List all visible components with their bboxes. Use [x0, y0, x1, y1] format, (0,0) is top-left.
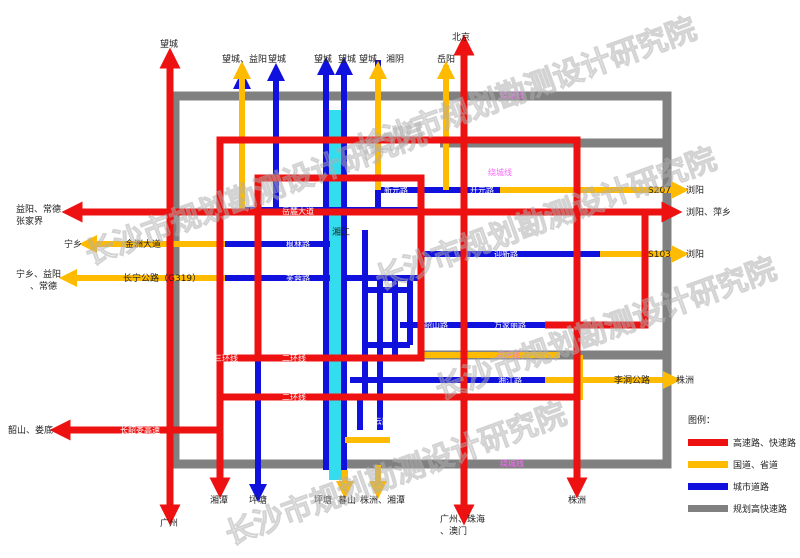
legend-swatch-national	[688, 461, 728, 468]
dest-bottom-6: 株洲、湘潭	[360, 494, 405, 506]
road-changzhao: 长韶娄高速	[120, 425, 160, 435]
road-fenglin: 枫林路	[286, 239, 310, 249]
legend-label-national: 国道、省道	[733, 459, 778, 471]
watermark-5: 长沙市规划勘测设计研究院	[431, 252, 781, 408]
road-wanjiali: 万家丽路	[494, 320, 526, 330]
expressways	[75, 60, 649, 505]
road-sanhuan: 三环线	[214, 353, 238, 363]
watermark-4: 长沙市规划勘测设计研究院	[221, 397, 571, 553]
legend-swatch-city	[688, 483, 728, 490]
dest-right-4: 株洲	[676, 374, 694, 386]
dest-top-1: 望城	[160, 38, 178, 50]
road-s207: S207	[648, 186, 671, 196]
legend: 图例： 高速路、快速路 国道、省道 城市道路 规划高快速路	[688, 414, 796, 515]
dest-right-1: 浏阳	[686, 184, 704, 196]
dest-top-2: 望城、益阳	[222, 53, 267, 65]
road-changning: 长宁公路（G319）	[123, 272, 201, 284]
road-erhuan-2: 二环线	[282, 392, 306, 402]
dest-top-8: 北京	[452, 31, 470, 43]
road-muyun: 暮云路	[366, 416, 390, 426]
road-shaoshan: 韶山路	[424, 320, 448, 330]
dest-bottom-3: 坪塘	[249, 494, 267, 506]
road-xinyuan: 新元路	[384, 185, 408, 195]
road-ring-east: 绕城线	[488, 167, 512, 177]
road-ring-north: 绕城线	[500, 90, 524, 100]
road-xiangjiang-e: 湘江路	[498, 375, 522, 385]
road-jinzhou: 金洲大道	[125, 238, 161, 250]
dest-left-4: 韶山、娄底	[8, 424, 53, 436]
dest-bottom-1: 湘潭	[210, 494, 228, 506]
dest-top-3: 望城	[268, 53, 286, 65]
dest-right-3: 浏阳	[686, 248, 704, 260]
road-name-labels: 金洲大道 长宁公路（G319） S207 S103 李洞公路 长韶娄高速 湘江 …	[120, 90, 671, 468]
legend-title: 图例：	[688, 414, 715, 426]
road-xiangjiang: 湘江	[332, 226, 350, 238]
dest-left-3a: 宁乡、益阳	[16, 268, 61, 280]
legend-label-expressway: 高速路、快速路	[733, 437, 796, 449]
dest-top-4: 望城	[314, 53, 332, 65]
road-lijiang: 李洞公路	[614, 374, 650, 386]
dest-left-1a: 益阳、常德	[16, 203, 61, 215]
dest-top-5: 望城	[338, 53, 356, 65]
destination-labels: 望城 望城、益阳 望城 望城 望城 望城、湘阴 岳阳 北京 益阳、常德 张家界 …	[8, 31, 731, 537]
road-s103: S103	[648, 250, 671, 260]
dest-bottom-4: 坪塘	[314, 494, 332, 506]
road-kaiyuan: 开元路	[470, 185, 494, 195]
dest-left-3b: 、常德	[30, 280, 57, 292]
legend-label-planned: 规划高快速路	[733, 503, 787, 515]
legend-swatch-expressway	[688, 439, 728, 446]
dest-bottom-8: 株洲	[568, 494, 586, 506]
road-erhuan-1: 二环线	[282, 353, 306, 363]
road-ring-south: 绕城线	[500, 458, 524, 468]
dest-left-1b: 张家界	[16, 215, 43, 227]
dest-right-2: 浏阳、萍乡	[686, 206, 731, 218]
road-yuelu: 岳麓大道	[282, 206, 314, 216]
legend-label-city: 城市道路	[733, 481, 769, 493]
dest-bottom-2: 广州	[160, 517, 178, 529]
dest-bottom-5: 暮山	[338, 494, 356, 506]
dest-bottom-7b: 、澳门	[440, 525, 467, 537]
dest-left-2: 宁乡	[64, 238, 82, 250]
legend-swatch-planned	[688, 505, 728, 512]
dest-top-6: 望城、湘阴	[359, 53, 404, 65]
dest-top-7: 岳阳	[437, 53, 455, 65]
road-yingxin: 迎新路	[494, 249, 518, 259]
road-furong: 芙蓉路	[286, 273, 310, 283]
dest-bottom-7a: 广州、珠海	[440, 513, 485, 525]
road-sanhuan-e: 三环线	[496, 350, 520, 360]
